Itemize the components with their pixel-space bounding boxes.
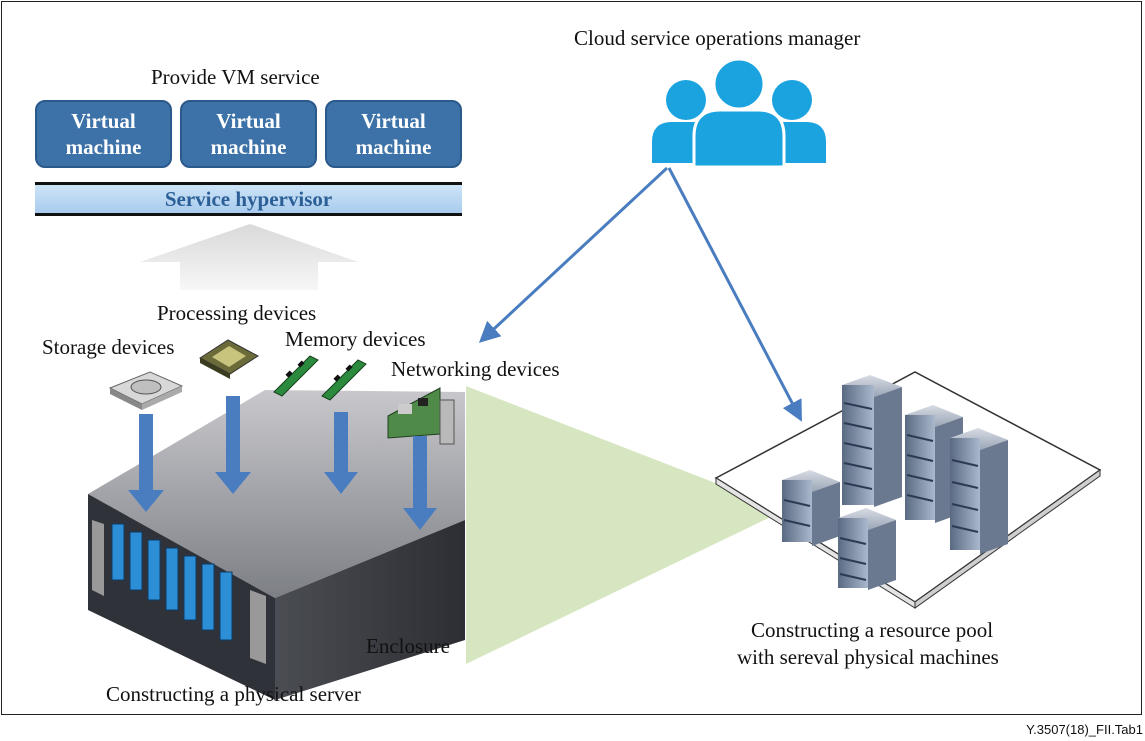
pool-caption-line1: Constructing a resource pool — [751, 618, 994, 642]
manager-label: Cloud service operations manager — [574, 26, 861, 50]
cpu-chip-icon — [199, 339, 259, 379]
down-arrows — [128, 396, 437, 530]
memory-module-icon — [273, 355, 367, 401]
memory-devices-label: Memory devices — [285, 327, 426, 351]
virtual-machine-box-2: Virtual machine — [180, 100, 317, 168]
enclosure-label: Enclosure — [366, 634, 450, 658]
pool-caption-line2: with sereval physical machines — [737, 645, 999, 669]
service-hypervisor-bar: Service hypervisor — [35, 182, 462, 216]
vm-service-title: Provide VM service — [151, 65, 320, 89]
people-group-icon — [652, 57, 826, 169]
projection-cone — [466, 386, 785, 664]
server-enclosure-icon — [88, 390, 465, 700]
manager-to-server-arrow — [478, 166, 669, 343]
processing-devices-label: Processing devices — [157, 301, 317, 325]
figure-frame — [1, 1, 1142, 715]
networking-devices-label: Networking devices — [391, 357, 560, 381]
virtual-machine-box-1: Virtual machine — [35, 100, 172, 168]
hard-drive-icon — [108, 371, 184, 410]
network-card-icon — [387, 387, 455, 445]
figure-id: Y.3507(18)_FII.Tab1 — [1026, 722, 1143, 737]
server-rack-icons — [782, 375, 1008, 590]
server-caption: Constructing a physical server — [106, 682, 361, 706]
up-arrow — [140, 224, 358, 290]
storage-devices-label: Storage devices — [42, 335, 175, 359]
virtual-machine-box-3: Virtual machine — [325, 100, 462, 168]
manager-to-pool-arrow — [667, 167, 802, 422]
